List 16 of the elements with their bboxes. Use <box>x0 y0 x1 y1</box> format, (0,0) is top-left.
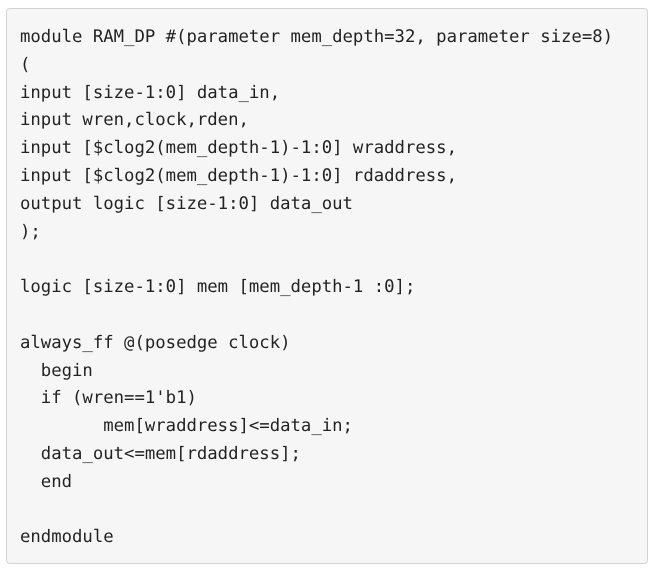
code-line: if (wren==1'b1) <box>40 387 197 410</box>
code-line: module RAM_DP #(parameter mem_depth=32, parameter size=8) <box>20 26 614 48</box>
code-line: input [size-1:0] data_in, <box>20 82 280 104</box>
code-line: end <box>40 470 72 493</box>
code-line: mem[wraddress]<=data_in; <box>102 415 353 438</box>
code-line: always_ff @(posedge clock) <box>20 332 291 354</box>
code-line: data_out<=mem[rdaddress]; <box>40 443 301 465</box>
code-line: input wren,clock,rden, <box>20 109 249 132</box>
code-line: begin <box>40 360 93 382</box>
code-line: logic [size-1:0] mem [mem_depth-1 :0]; <box>20 276 416 298</box>
code-line: ( <box>20 54 30 76</box>
code-line: endmodule <box>20 526 114 548</box>
code-line: ); <box>20 220 41 243</box>
code-line: input [$clog2(mem_depth-1)-1:0] rdaddress, <box>20 165 457 187</box>
code-line: input [$clog2(mem_depth-1)-1:0] wraddress, <box>20 137 457 160</box>
code-line: output logic [size-1:0] data_out <box>20 192 353 215</box>
